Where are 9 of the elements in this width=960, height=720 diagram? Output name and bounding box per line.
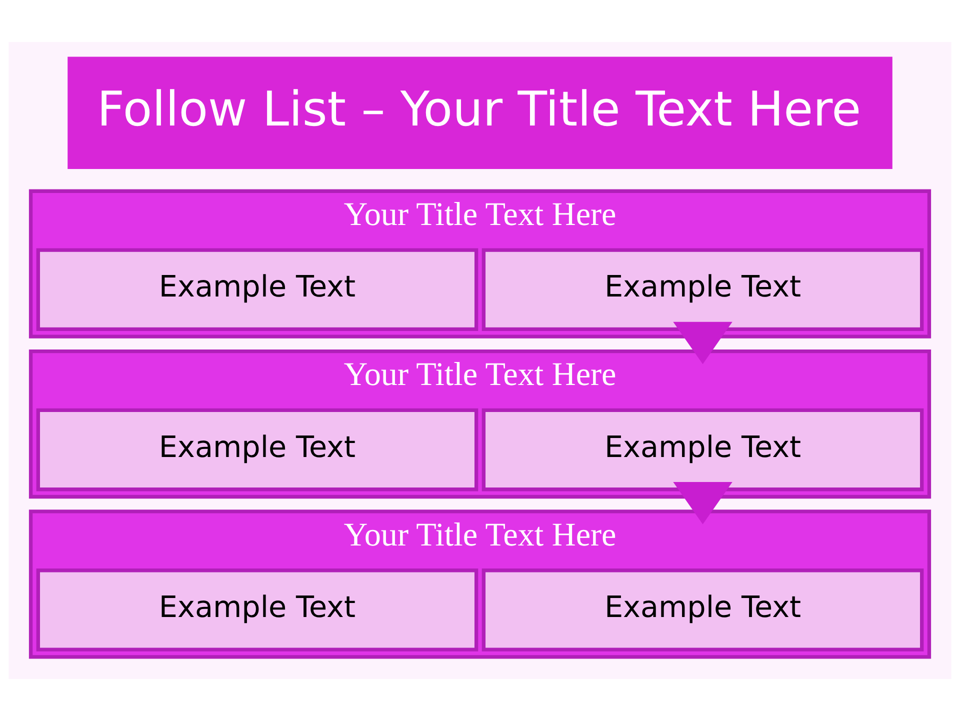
node-box: Example Text — [36, 248, 478, 331]
arrow — [673, 482, 732, 524]
node-box: Example Text — [36, 568, 478, 651]
node-box: Example Text — [482, 408, 924, 491]
diagram-title: Follow List – Your Title Text Here — [97, 82, 862, 137]
arrow — [673, 321, 732, 364]
node-box: Example Text — [482, 248, 924, 331]
node-box: Example Text — [482, 568, 924, 651]
node-box: Example Text — [36, 408, 478, 491]
